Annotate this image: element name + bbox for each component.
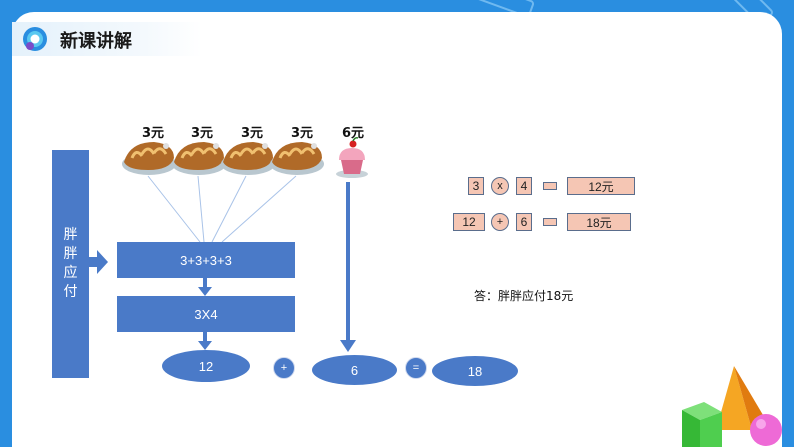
result-cake-ellipse: 6	[312, 355, 397, 385]
slide-canvas	[12, 12, 782, 447]
bread-icon	[221, 142, 275, 175]
bread-icon	[172, 142, 226, 175]
price-label-bread-1: 3元	[142, 126, 165, 141]
addition-box: 3+3+3+3	[117, 242, 295, 278]
equation-1-operand-b: 4	[516, 177, 532, 195]
price-label-cake: 6元	[342, 126, 365, 141]
answer-text: 答：胖胖应付18元	[474, 289, 574, 303]
equation-2-operator: +	[491, 213, 509, 231]
equation-2-result: 18元	[567, 213, 631, 231]
equation-1-operand-a: 3	[468, 177, 484, 195]
equation-2-equals	[543, 218, 557, 226]
side-label-char: 应	[63, 265, 78, 281]
equation-1-equals	[543, 182, 557, 190]
bread-icon	[122, 142, 176, 175]
side-label-box: 胖 胖 应 付	[52, 150, 89, 378]
cake-icon	[336, 137, 368, 178]
rainbow-logo-icon	[23, 27, 47, 51]
total-ellipse: 18	[432, 356, 518, 386]
price-label-bread-3: 3元	[241, 126, 264, 141]
multiplication-box: 3X4	[117, 296, 295, 332]
side-label-char: 胖	[63, 246, 78, 262]
equation-1-operator: x	[491, 177, 509, 195]
bread-icon	[270, 142, 324, 175]
equation-2-operand-a: 12	[453, 213, 485, 231]
side-label-char: 胖	[63, 227, 78, 243]
side-label-char: 付	[63, 284, 78, 300]
equation-2-operand-b: 6	[516, 213, 532, 231]
price-label-bread-2: 3元	[191, 126, 214, 141]
shapes-decoration-icon	[682, 366, 782, 447]
equals-circle: =	[405, 357, 427, 379]
equation-1-result: 12元	[567, 177, 635, 195]
page-title: 新课讲解	[60, 31, 132, 52]
result-bread-ellipse: 12	[162, 350, 250, 382]
price-label-bread-4: 3元	[291, 126, 314, 141]
plus-circle: +	[273, 357, 295, 379]
